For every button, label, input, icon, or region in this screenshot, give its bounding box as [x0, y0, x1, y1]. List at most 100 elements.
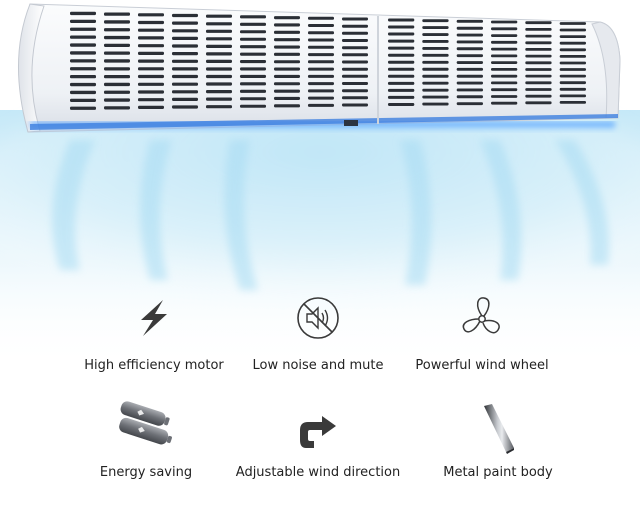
- metal-bar-icon: [484, 404, 514, 454]
- grille-slot: [422, 40, 449, 43]
- grille-slot: [308, 82, 334, 86]
- grille-slot: [422, 47, 449, 50]
- grille-slot: [240, 22, 266, 26]
- grille-slot: [388, 95, 415, 99]
- grille-slot: [172, 97, 198, 101]
- grille-slot: [559, 28, 586, 32]
- grille-slot: [172, 44, 198, 48]
- grille-slot: [274, 96, 300, 100]
- grille-slot: [342, 96, 368, 100]
- grille-slot: [456, 33, 483, 37]
- grille-slot: [104, 28, 130, 32]
- grille-slot: [388, 74, 415, 78]
- grille-slot: [240, 37, 266, 41]
- grille-slot: [206, 52, 232, 56]
- grille-slot: [342, 82, 368, 85]
- grille-slot: [240, 52, 266, 56]
- lightning-icon: [141, 300, 167, 336]
- grille-slot: [559, 48, 586, 52]
- grille-slot: [172, 52, 198, 56]
- grille-slot: [422, 74, 449, 78]
- grille: [70, 11, 586, 110]
- mute-speaker-icon: [297, 297, 339, 339]
- grille-slot: [525, 21, 552, 25]
- grille-slot: [274, 60, 300, 64]
- feature-energy-saving: Energy saving: [46, 398, 246, 508]
- grille-slot: [491, 20, 518, 24]
- grille-slot: [422, 81, 449, 85]
- grille-slot: [70, 82, 96, 87]
- grille-slot: [559, 87, 586, 91]
- grille-slot: [274, 104, 300, 108]
- grille-slot: [274, 52, 300, 56]
- grille-slot: [70, 35, 96, 39]
- grille-slot: [172, 36, 198, 40]
- grille-slot: [422, 60, 449, 64]
- grille-slot: [138, 105, 164, 109]
- grille-slot: [525, 48, 552, 51]
- grille-slot: [104, 43, 130, 47]
- grille-slot: [104, 12, 130, 16]
- grille-slot: [274, 67, 300, 71]
- grille-slot: [525, 41, 552, 45]
- grille-slot: [274, 30, 300, 34]
- grille-slot: [70, 11, 96, 16]
- grille-slot: [138, 82, 164, 86]
- grille-slot: [308, 24, 334, 27]
- grille-slot: [138, 59, 164, 63]
- grille-slot: [70, 106, 96, 110]
- grille-slot: [491, 40, 518, 44]
- grille-slot: [559, 81, 586, 85]
- grille-slot: [342, 67, 368, 71]
- grille-slot: [104, 35, 130, 40]
- grille-slot: [342, 24, 368, 28]
- feature-powerful-wind-wheel: Powerful wind wheel: [382, 292, 582, 402]
- grille-slot: [422, 88, 449, 92]
- grille-slot: [491, 88, 518, 92]
- grille-slot: [206, 97, 232, 101]
- grille-slot: [388, 32, 415, 36]
- grille-slot: [240, 82, 266, 86]
- grille-slot: [491, 68, 518, 71]
- grille-slot: [274, 82, 300, 86]
- grille-slot: [70, 75, 96, 79]
- feature-label: Metal paint body: [443, 465, 553, 480]
- grille-slot: [70, 27, 96, 31]
- grille-slot: [138, 20, 164, 25]
- grille-slot: [308, 67, 334, 71]
- grille-slot: [104, 82, 130, 87]
- grille-slot: [138, 13, 164, 17]
- grille-slot: [274, 38, 300, 42]
- grille-slot: [172, 67, 198, 71]
- grille-slot: [456, 61, 483, 64]
- grille-slot: [104, 90, 130, 94]
- air-curtain-unit: [18, 3, 621, 133]
- grille-slot: [422, 19, 449, 23]
- grille-slot: [559, 74, 586, 78]
- grille-slot: [559, 61, 586, 65]
- grille-slot: [422, 53, 449, 57]
- grille-slot: [206, 82, 232, 86]
- curved-arrow-icon: [300, 416, 336, 448]
- grille-slot: [274, 16, 300, 20]
- grille-slot: [525, 81, 552, 85]
- grille-slot: [422, 67, 449, 71]
- grille-slot: [70, 43, 96, 47]
- grille-slot: [388, 18, 415, 22]
- feature-high-efficiency-motor: High efficiency motor: [54, 292, 254, 402]
- grille-slot: [240, 74, 266, 78]
- grille-slot: [70, 59, 96, 63]
- grille-slot: [274, 89, 300, 93]
- grille-slot: [388, 81, 415, 85]
- grille-slot: [138, 74, 164, 79]
- grille-slot: [308, 60, 334, 64]
- grille-slot: [422, 26, 449, 29]
- grille-slot: [342, 46, 368, 50]
- grille-slot: [456, 67, 483, 71]
- grille-slot: [206, 90, 232, 94]
- grille-slot: [422, 95, 449, 99]
- grille-slot: [172, 105, 198, 109]
- grille-slot: [456, 19, 483, 23]
